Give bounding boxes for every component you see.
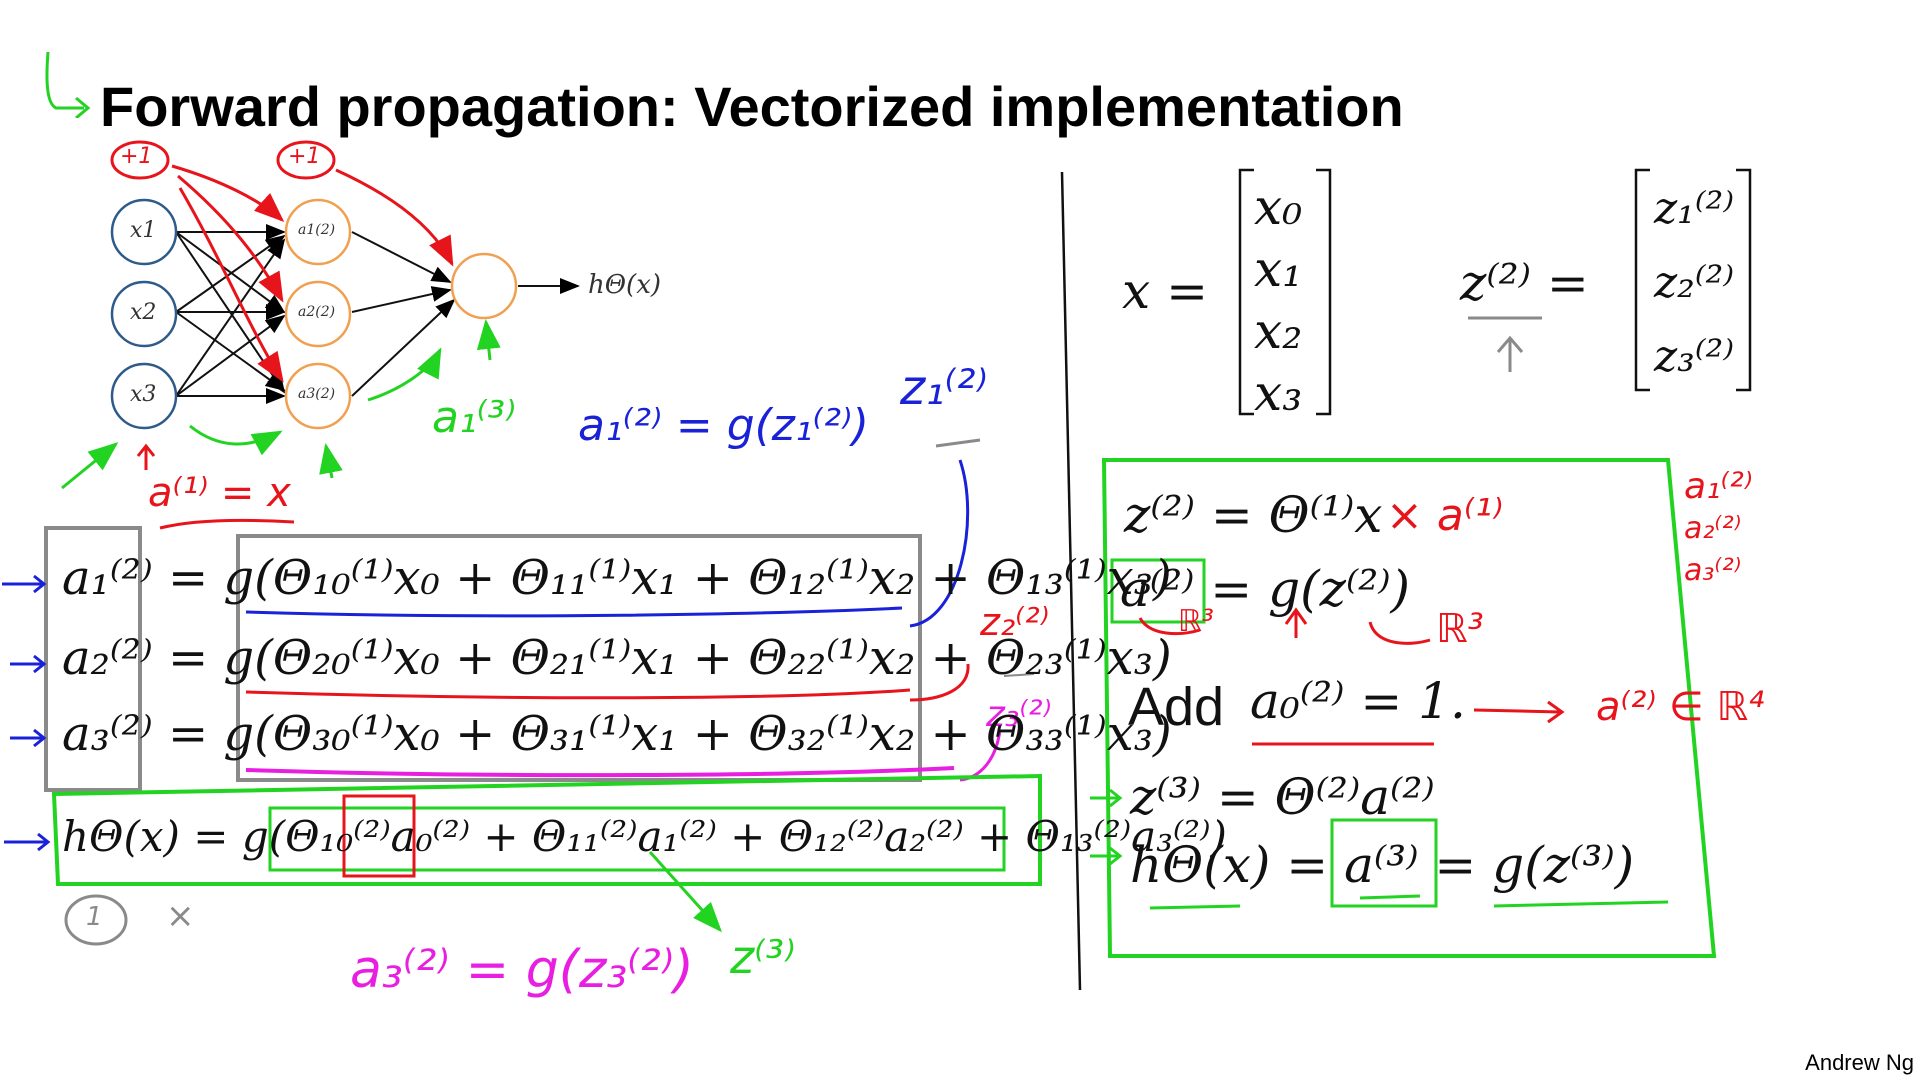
vectorized-a2: a⁽²⁾ = g(z⁽²⁾) <box>1120 560 1411 618</box>
z32-note: z₃⁽²⁾ <box>986 694 1052 735</box>
vectorized-z2: z⁽²⁾ = Θ⁽¹⁾x <box>1124 486 1383 544</box>
equation-a2: a₂⁽²⁾ = g(Θ₂₀⁽¹⁾x₀ + Θ₂₁⁽¹⁾x₁ + Θ₂₂⁽¹⁾x₂… <box>62 630 1172 686</box>
equation-h: hΘ(x) = g(Θ₁₀⁽²⁾a₀⁽²⁾ + Θ₁₁⁽²⁾a₁⁽²⁾ + Θ₁… <box>62 812 1227 861</box>
x-vector-brackets <box>1238 168 1332 416</box>
r3-note-a: ℝ³ <box>1178 604 1214 639</box>
a2-in-r4-note: a⁽²⁾ ∈ ℝ⁴ <box>1596 684 1765 730</box>
node-label-a2: a2(2) <box>298 304 336 320</box>
h-box <box>51 773 1042 886</box>
equation-a1: a₁⁽²⁾ = g(Θ₁₀⁽¹⁾x₀ + Θ₁₁⁽¹⁾x₁ + Θ₁₂⁽¹⁾x₂… <box>62 550 1172 606</box>
sum-box <box>236 534 922 782</box>
hidden-node-3 <box>284 362 352 430</box>
hidden-node-1 <box>284 198 352 266</box>
bias-label-2: +1 <box>288 144 321 169</box>
z-vector-lhs: z⁽²⁾ = <box>1460 254 1589 312</box>
input-node-1 <box>110 198 178 266</box>
add-bias-expression: a₀⁽²⁾ = 1. <box>1250 672 1466 730</box>
a-column-box <box>44 526 142 792</box>
a-vector-side-note: a₁⁽²⁾ a₂⁽²⁾ a₃⁽²⁾ <box>1684 466 1753 588</box>
add-word: Add <box>1128 677 1225 737</box>
input-node-2 <box>110 280 178 348</box>
z22-note: z₂⁽²⁾ <box>980 600 1050 644</box>
z-vector-brackets <box>1634 168 1752 392</box>
x-vector-entries: x₀ x₁ x₂ x₃ <box>1254 178 1303 422</box>
hidden-output-connections <box>351 231 580 397</box>
vectorized-h: hΘ(x) = a⁽³⁾ = g(z⁽³⁾) <box>1130 836 1635 894</box>
node-label-x3: x3 <box>130 382 157 407</box>
corner-arrow-icon <box>45 51 91 118</box>
output-label: hΘ(x) <box>588 270 662 300</box>
node-label-x2: x2 <box>130 300 157 325</box>
slide-title: Forward propagation: Vectorized implemen… <box>100 75 1404 138</box>
a1-equals-x-note: a⁽¹⁾ = x <box>148 470 291 516</box>
a31-note: a₁⁽³⁾ <box>432 392 516 443</box>
cross-marker: × <box>166 896 195 936</box>
z3-note: z⁽³⁾ <box>730 930 796 984</box>
one-marker: 1 <box>86 902 103 932</box>
node-label-a3: a3(2) <box>298 386 336 402</box>
input-hidden-connections <box>175 224 286 404</box>
divider <box>1060 171 1082 991</box>
a12-definition-note: a₁⁽²⁾ = g(z₁⁽²⁾) <box>578 400 869 451</box>
output-node <box>450 252 518 320</box>
x-vector-lhs: x = <box>1122 262 1208 320</box>
equation-a3: a₃⁽²⁾ = g(Θ₃₀⁽¹⁾x₀ + Θ₃₁⁽¹⁾x₁ + Θ₃₂⁽¹⁾x₂… <box>62 706 1172 762</box>
vectorized-box <box>1101 458 1717 958</box>
hidden-node-2 <box>284 280 352 348</box>
z-vector-entries: z₁⁽²⁾ z₂⁽²⁾ z₃⁽²⁾ <box>1654 183 1735 382</box>
a32-definition-note: a₃⁽²⁾ = g(z₃⁽²⁾) <box>350 940 694 1000</box>
r3-note-b: ℝ³ <box>1436 606 1484 652</box>
node-label-a1: a1(2) <box>298 222 336 238</box>
input-node-3 <box>110 362 178 430</box>
z12-note: z₁⁽²⁾ <box>900 360 988 416</box>
bias-label-1: +1 <box>120 144 153 169</box>
times-a1-note: × a⁽¹⁾ <box>1386 490 1504 541</box>
node-label-x1: x1 <box>130 218 157 243</box>
author-footer: Andrew Ng <box>1805 1050 1914 1075</box>
vectorized-z3: z⁽³⁾ = Θ⁽²⁾a⁽²⁾ <box>1130 768 1435 826</box>
